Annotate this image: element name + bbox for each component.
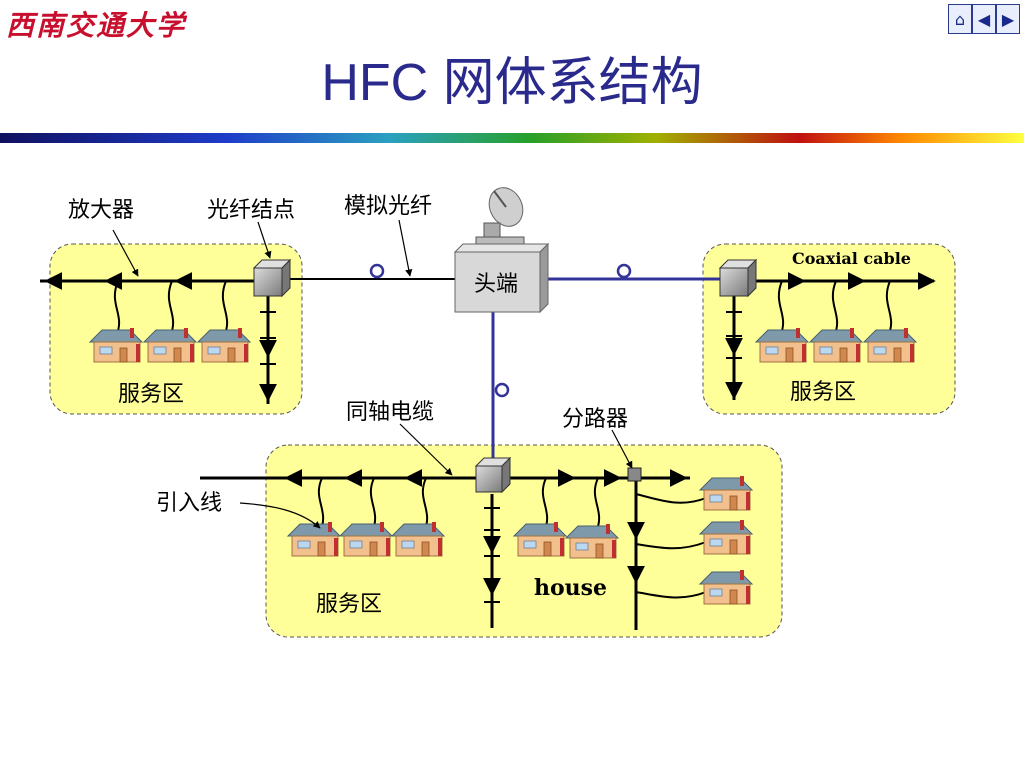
service-area-right-label: 服务区 [790, 380, 857, 405]
amplifier-label: 放大器 [68, 198, 135, 223]
drop-line-label: 引入线 [156, 491, 223, 516]
satellite-dish-icon [475, 187, 525, 246]
fiber-node-bottom [474, 456, 512, 494]
prev-button[interactable]: ◀ [972, 4, 996, 34]
house-label: house [534, 575, 608, 601]
splitter-box [627, 467, 642, 482]
fiber-node-left [252, 258, 292, 298]
fiber-node-right [718, 258, 758, 298]
slide-navigation: ⌂ ◀ ▶ [948, 4, 1020, 34]
fiber-marker-down [494, 382, 510, 398]
next-button[interactable]: ▶ [996, 4, 1020, 34]
fiber-node-label: 光纤结点 [207, 198, 296, 223]
home-icon: ⌂ [954, 9, 966, 29]
service-area-left-label: 服务区 [118, 382, 185, 407]
title-divider [0, 133, 1024, 143]
university-logo: 西南交通大学 [6, 9, 187, 42]
service-area-right [702, 243, 956, 415]
splitter-label: 分路器 [562, 407, 629, 432]
headend-label: 头端 [474, 272, 519, 297]
coaxial-cable-label: 同轴电缆 [346, 400, 435, 425]
analog-fiber-label: 模拟光纤 [344, 194, 433, 219]
triangle-left-icon: ◀ [977, 9, 991, 29]
service-area-bottom-label: 服务区 [316, 592, 383, 617]
coaxial-cable-en-label: Coaxial cable [792, 249, 911, 268]
fiber-marker-right [616, 263, 632, 279]
triangle-right-icon: ▶ [1001, 9, 1015, 29]
fiber-marker-left [369, 263, 385, 279]
headend-box [453, 242, 550, 314]
home-button[interactable]: ⌂ [948, 4, 972, 34]
page-title: HFC 网体系结构 [321, 54, 703, 112]
